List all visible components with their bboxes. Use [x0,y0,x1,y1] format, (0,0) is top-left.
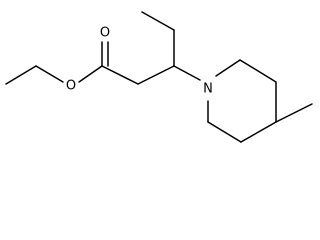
bond-ethyl-terminal [141,11,175,31]
bond-ring-5 [207,121,242,143]
bond-ethyl-ch3 [5,65,37,85]
skeletal-formula: O O N [5,11,313,143]
bond-carbonyl-ch2 [101,65,139,85]
nitrogen-label: N [203,82,213,97]
carbonyl-oxygen-label: O [100,26,110,41]
ester-oxygen-label: O [66,79,76,94]
bond-ch-n [173,65,201,81]
bond-ethyl-ch2-o [35,65,64,83]
bond-ring-4 [240,121,277,143]
bond-o-carbonyl [78,65,103,83]
bond-ring-2 [239,59,277,83]
bond-methyl [275,103,313,123]
bond-ring-1 [215,59,241,77]
bond-ch2-ch [137,65,175,85]
